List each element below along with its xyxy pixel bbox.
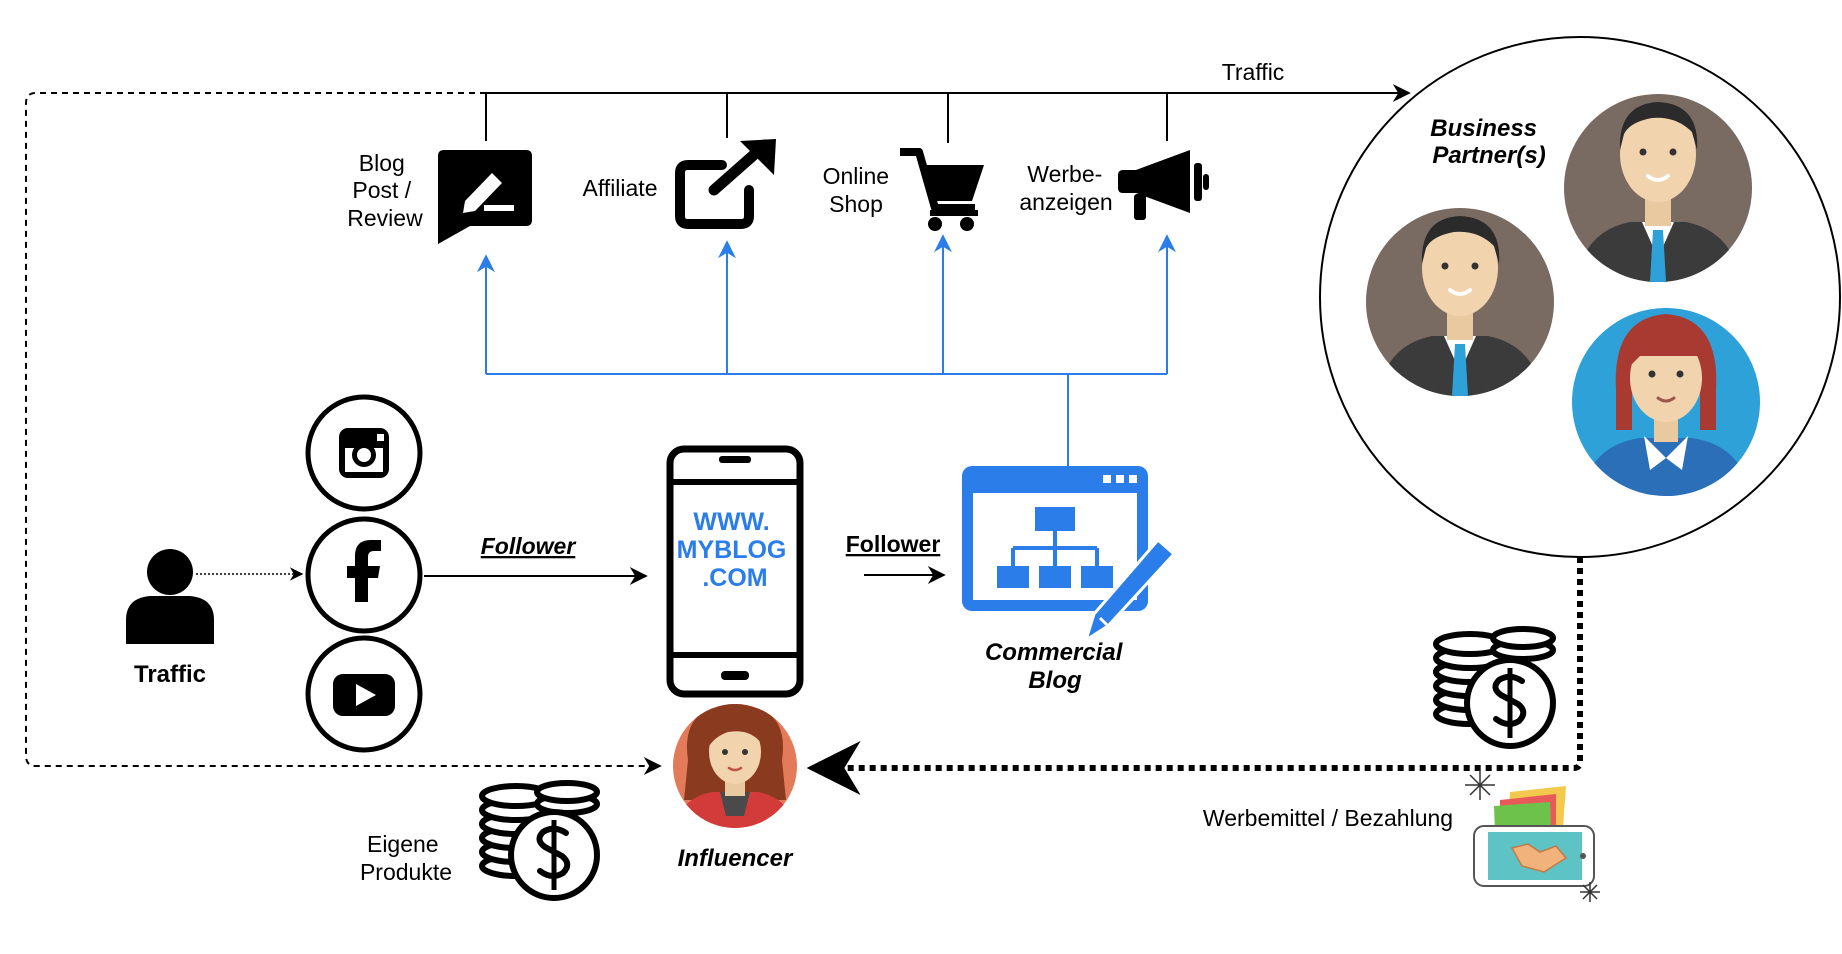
- shopping-cart-icon: [900, 148, 984, 231]
- payment-flow-line: [806, 557, 1583, 795]
- businessman-avatar: [1366, 208, 1554, 396]
- commercial-blog-label: Commercial Blog: [985, 639, 1129, 694]
- coins-dollar-icon: [1433, 626, 1556, 749]
- werbeanzeigen-label: Werbe- anzeigen: [1019, 161, 1112, 215]
- blue-connectors: [477, 234, 1176, 466]
- werbemittel-label: Werbemittel / Bezahlung: [1203, 805, 1453, 831]
- instagram-icon: [305, 394, 423, 512]
- businessman-avatar: [1564, 94, 1752, 282]
- online-shop-label: Online Shop: [823, 163, 896, 217]
- traffic-top-label: Traffic: [1222, 59, 1285, 85]
- follower-left-label: Follower: [481, 533, 577, 559]
- follower-right-label: Follower: [846, 531, 941, 557]
- megaphone-icon: [1118, 150, 1209, 220]
- sitemap-browser-icon: [962, 466, 1176, 642]
- youtube-icon: [305, 635, 423, 753]
- facebook-icon: [305, 516, 423, 634]
- sparkle-icon: [1465, 770, 1495, 800]
- coins-dollar-icon: [479, 780, 600, 901]
- influencer-label: Influencer: [678, 845, 794, 872]
- eigene-produkte-label: Eigene Produkte: [360, 831, 452, 885]
- edit-comment-icon: [438, 150, 532, 244]
- person-icon: [126, 549, 214, 644]
- business-partners-label: Business Partner(s): [1430, 115, 1545, 169]
- phone-url-text: WWW. MYBLOG .COM: [677, 508, 794, 592]
- businesswoman-avatar: [1572, 308, 1760, 496]
- blog-post-label: Blog Post / Review: [347, 150, 423, 231]
- handshake-phone-icon: [1465, 770, 1600, 902]
- smartphone-icon: [666, 445, 804, 698]
- affiliate-label: Affiliate: [582, 175, 657, 201]
- traffic-person-label: Traffic: [134, 661, 206, 688]
- external-link-icon: [675, 139, 776, 229]
- dashed-loop-line: [25, 92, 662, 775]
- sparkle-icon: [1580, 882, 1600, 902]
- traffic-bus: [485, 84, 1411, 143]
- influencer-avatar: [673, 704, 797, 828]
